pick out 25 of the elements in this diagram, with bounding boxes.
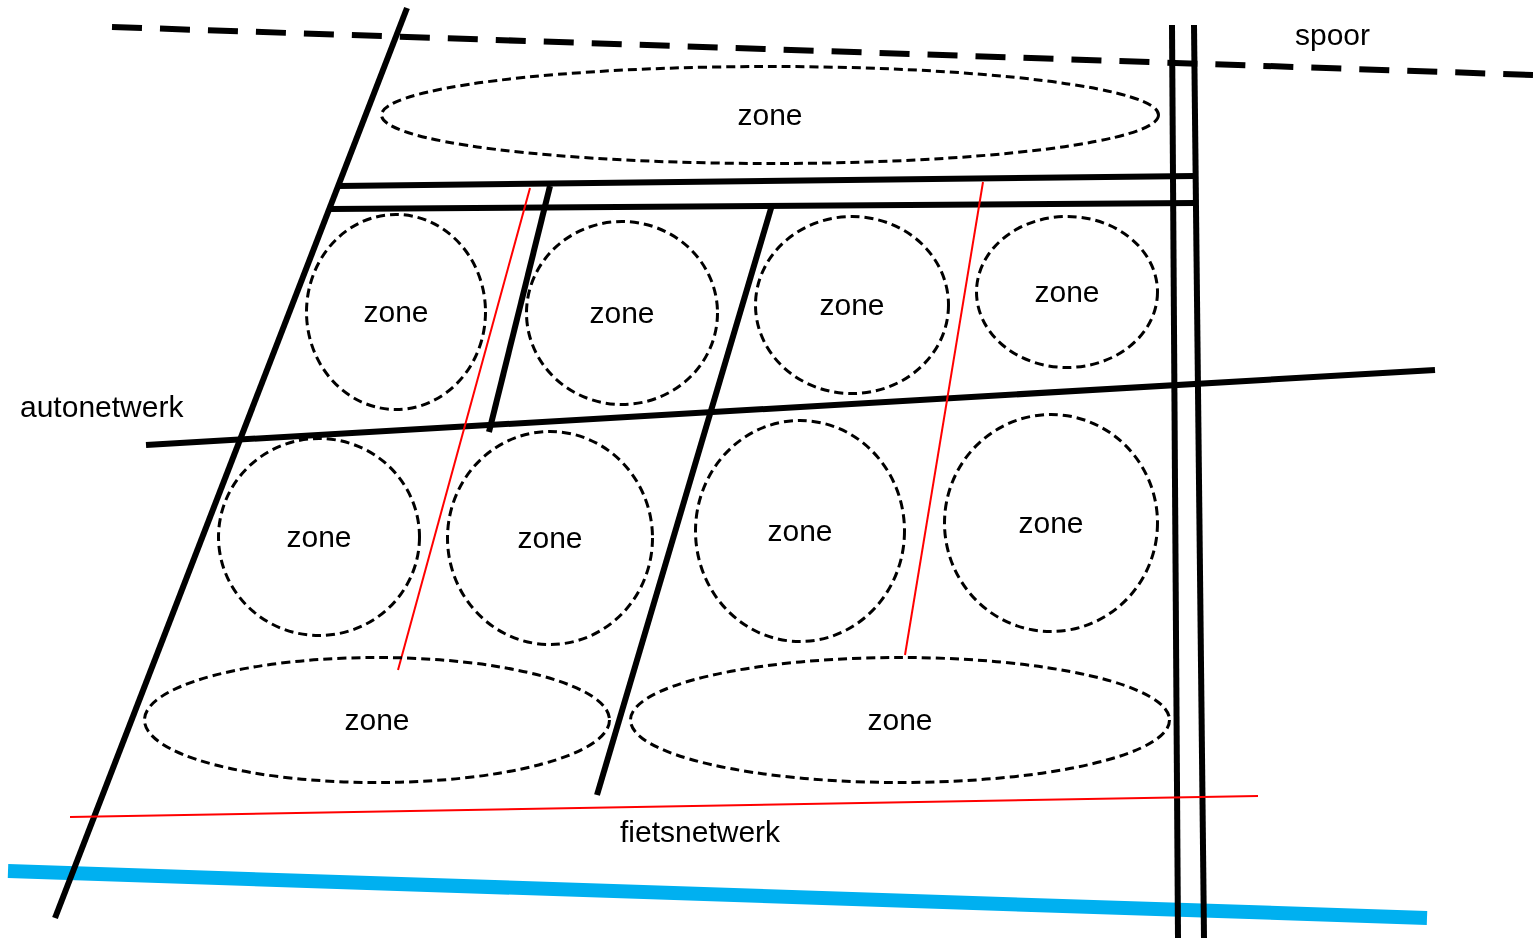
zone-ellipse	[975, 215, 1159, 369]
zone-ellipse	[525, 220, 719, 406]
zone-ellipse	[943, 413, 1159, 633]
zone-label: zone	[286, 520, 352, 554]
zone-ellipse	[446, 430, 654, 646]
zone-label: zone	[344, 703, 410, 737]
road-network-label: autonetwerk	[20, 390, 184, 424]
zone-ellipse	[305, 213, 487, 411]
bicycle-network-label: fietsnetwerk	[620, 815, 781, 849]
zone-ellipse	[143, 656, 611, 784]
zone-ellipse	[217, 437, 421, 637]
zone-ellipse	[629, 656, 1171, 784]
zone-ellipse	[694, 419, 906, 643]
zone-ellipse	[754, 215, 950, 395]
zone-label: zone	[819, 288, 885, 322]
zone-label: zone	[867, 703, 933, 737]
zone-label: zone	[1018, 506, 1084, 540]
zone-label: zone	[767, 514, 833, 548]
zone-label: zone	[737, 98, 803, 132]
zone-label: zone	[589, 296, 655, 330]
railway-label: spoor	[1295, 18, 1371, 52]
zone-label: zone	[363, 295, 429, 329]
zone-label: zone	[1034, 275, 1100, 309]
zone-ellipse	[380, 65, 1160, 165]
zone-label: zone	[517, 521, 583, 555]
